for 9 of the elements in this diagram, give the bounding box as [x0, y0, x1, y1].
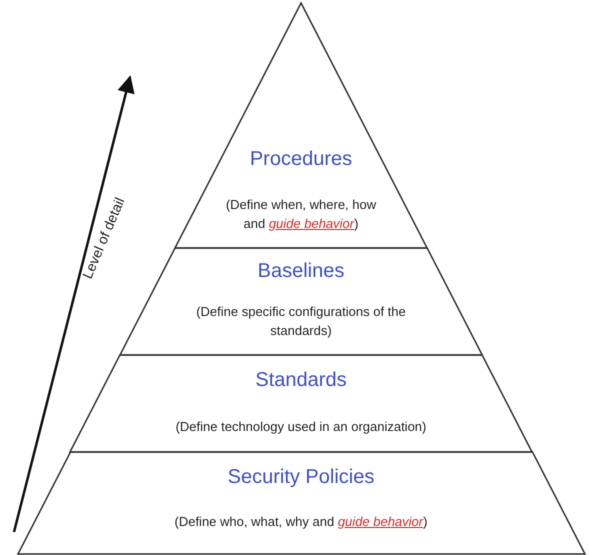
tier-description: (Define specific configurations of the standards): [195, 303, 407, 340]
tier-description: (Define technology used in an organization): [174, 418, 428, 436]
tier-title: Standards: [255, 369, 347, 392]
axis-label: Level of detail: [78, 195, 128, 281]
tier-title: Security Policies: [228, 466, 374, 489]
tier-title: Baselines: [258, 260, 344, 283]
tier-title: Procedures: [250, 148, 352, 171]
tier-description: (Define who, what, why and guide behavior): [174, 513, 428, 531]
tier-description: (Define when, where, how and guide behavior): [224, 196, 378, 233]
